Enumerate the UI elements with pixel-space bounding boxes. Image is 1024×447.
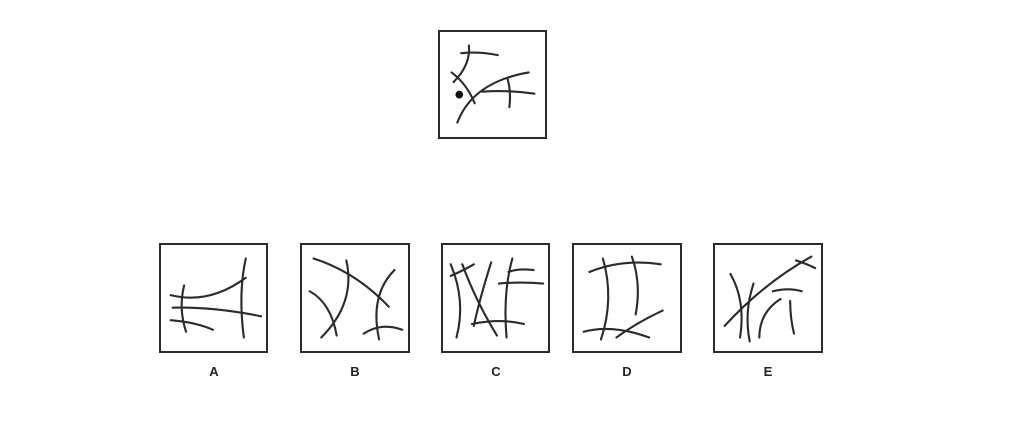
- curve-line: [746, 282, 755, 343]
- option-d-figure[interactable]: [572, 243, 682, 353]
- question-figure-lines: [450, 44, 536, 124]
- curve-line: [504, 257, 514, 339]
- curve-line: [582, 327, 651, 339]
- curve-line: [599, 257, 610, 341]
- option-b-lines: [308, 257, 404, 341]
- curve-line: [456, 71, 530, 124]
- option-a-figure[interactable]: [159, 243, 268, 353]
- dot-marker: [455, 90, 464, 99]
- curve-line: [169, 276, 247, 299]
- option-b-label: B: [350, 364, 360, 379]
- curve-line: [460, 51, 499, 57]
- curve-line: [506, 77, 512, 109]
- curve-line: [180, 284, 188, 333]
- curve-line: [758, 297, 782, 339]
- curve-line: [320, 259, 350, 339]
- curve-line: [171, 306, 263, 318]
- curve-line: [449, 263, 462, 339]
- option-c-lines: [449, 257, 545, 339]
- curve-line: [308, 290, 338, 337]
- option-e-label: E: [763, 364, 773, 379]
- curve-line: [240, 257, 247, 339]
- curve-line: [729, 272, 743, 339]
- curve-line: [452, 44, 471, 84]
- curve-line: [497, 281, 545, 285]
- curve-line: [362, 325, 404, 335]
- curve-line: [470, 320, 525, 326]
- curve-line: [312, 257, 390, 308]
- curve-line: [789, 299, 796, 335]
- option-e-figure[interactable]: [713, 243, 823, 353]
- option-a-lines: [169, 257, 263, 339]
- curve-line: [630, 255, 639, 316]
- curve-line: [449, 263, 475, 277]
- option-c-label: C: [491, 364, 501, 379]
- curve-line: [461, 263, 499, 337]
- curve-line: [588, 261, 662, 274]
- option-a-label: A: [209, 364, 219, 379]
- curve-line: [375, 268, 396, 341]
- option-d-lines: [582, 255, 664, 341]
- curve-line: [794, 259, 817, 270]
- curve-line: [771, 288, 803, 293]
- curve-line: [615, 309, 664, 339]
- question-figure: [438, 30, 547, 139]
- curve-line: [472, 261, 493, 327]
- curve-line: [481, 90, 536, 95]
- curve-line: [450, 71, 476, 105]
- option-b-figure[interactable]: [300, 243, 410, 353]
- curve-line: [169, 319, 215, 331]
- option-d-label: D: [622, 364, 632, 379]
- curve-line: [507, 268, 535, 274]
- option-e-lines: [723, 255, 817, 343]
- option-c-figure[interactable]: [441, 243, 550, 353]
